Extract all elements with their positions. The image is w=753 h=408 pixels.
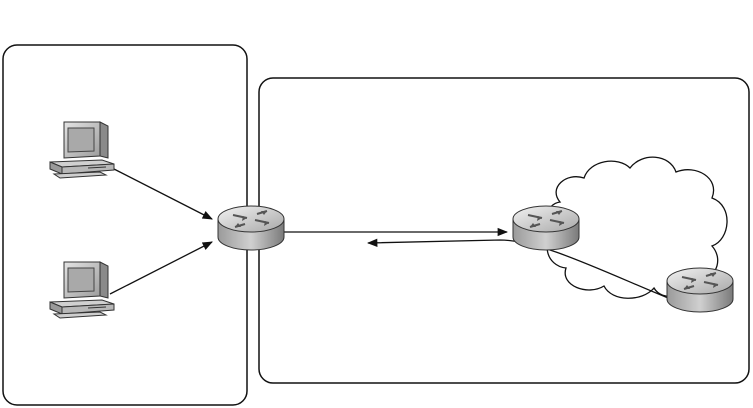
local-network-boundary: [3, 45, 247, 405]
core-router-right: [667, 268, 733, 312]
workstation-bottom: [50, 262, 114, 318]
router-icon: [667, 268, 733, 312]
computer-icon: [50, 262, 114, 318]
router-icon: [513, 206, 579, 250]
link-pc-bottom-to-edge-router: [110, 242, 212, 294]
core-router-left: [513, 206, 579, 250]
router-icon: [218, 206, 284, 250]
workstation-top: [50, 122, 114, 178]
link-pc-top-to-edge-router: [112, 168, 212, 219]
edge-router: [218, 206, 284, 250]
computer-icon: [50, 122, 114, 178]
